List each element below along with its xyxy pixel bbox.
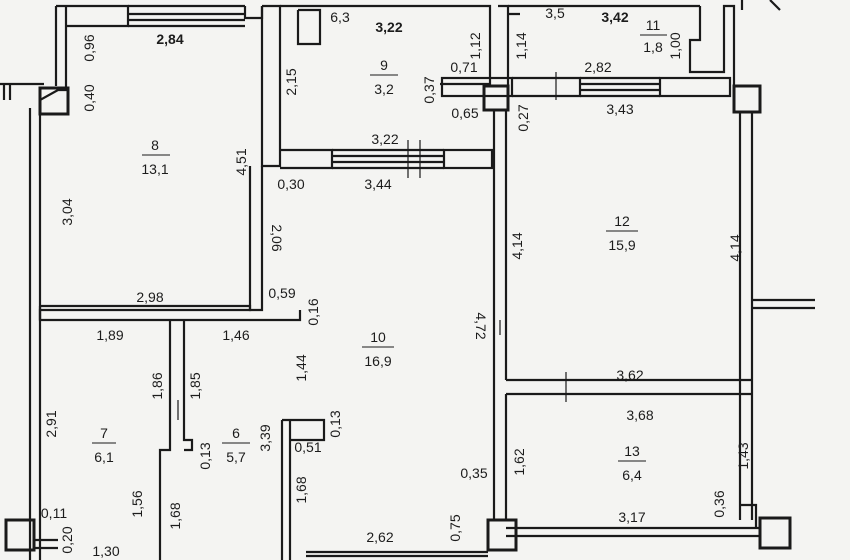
dimension-label: 0,13 [327, 410, 343, 437]
room-6: 6 5,7 [222, 425, 250, 465]
dimension-label: 0,59 [268, 285, 295, 301]
dimension-label: 1,89 [96, 327, 123, 343]
room-area: 3,2 [374, 81, 394, 97]
dimension-label: 1,68 [293, 476, 309, 503]
dimension-label: 3,04 [59, 198, 75, 225]
dimension-label: 2,06 [269, 224, 285, 251]
room-number: 6 [232, 425, 240, 441]
dimension-label: 3,22 [371, 131, 398, 147]
dimension-label: 2,62 [366, 529, 393, 545]
dimension-label: 3,5 [545, 5, 565, 21]
room-number: 11 [646, 17, 661, 33]
room-number: 13 [624, 443, 640, 459]
dimension-label: 0,27 [515, 104, 531, 131]
dimension-label: 2,84 [156, 31, 183, 47]
dimension-label: 1,85 [187, 372, 203, 399]
door-marks [177, 72, 567, 420]
dimension-label: 1,30 [92, 543, 119, 559]
dimension-label: 3,17 [618, 509, 645, 525]
dimension-label: 6,3 [330, 9, 350, 25]
dimension-label: 4,14 [509, 232, 525, 259]
room-11: 11 1,8 [640, 17, 667, 55]
dimension-label: 0,13 [197, 442, 213, 469]
dimension-label: 1,62 [511, 448, 527, 475]
dimension-label: 0,30 [277, 176, 304, 192]
room-8: 8 13,1 [141, 137, 170, 177]
room-number: 7 [100, 425, 108, 441]
dimension-label: 1,56 [129, 490, 145, 517]
top-wall-room-8 [56, 4, 130, 28]
dimension-label: 1,12 [467, 32, 483, 59]
room-area: 6,4 [622, 467, 642, 483]
dimension-label: 0,40 [81, 84, 97, 111]
dimension-label: 3,62 [616, 367, 643, 383]
room-10: 10 16,9 [362, 329, 394, 369]
room-number: 9 [380, 57, 388, 73]
dimension-label: 1,14 [513, 32, 529, 59]
dimension-label: 3,44 [364, 176, 391, 192]
dimension-label: 3,68 [626, 407, 653, 423]
dimension-label: 0,20 [59, 526, 75, 553]
left-outer-wall [38, 6, 68, 560]
room-7: 7 6,1 [92, 425, 116, 465]
room-13: 13 6,4 [618, 443, 646, 483]
room-12: 12 15,9 [606, 213, 638, 253]
dimension-label: 1,68 [167, 502, 183, 529]
dimension-label: 0,36 [711, 490, 727, 517]
room-number: 8 [151, 137, 159, 153]
dimension-label: 3,39 [257, 424, 273, 451]
dimension-label: 0,37 [421, 76, 437, 103]
wall-8-9 [260, 4, 282, 168]
dimension-label: 0,35 [460, 465, 487, 481]
dimension-label: 0,16 [305, 298, 321, 325]
dimension-label: 0,65 [451, 105, 478, 121]
dimension-label: 1,86 [149, 372, 165, 399]
walls [0, 0, 815, 560]
dimension-label: 2,82 [584, 59, 611, 75]
dimension-label: 3,22 [375, 19, 402, 35]
dimension-label: 0,75 [447, 514, 463, 541]
room-area: 1,8 [643, 39, 663, 55]
dimension-label: 1,44 [293, 354, 309, 381]
dimension-label: 1,43 [735, 442, 751, 469]
dimension-label: 0,71 [450, 59, 477, 75]
room-number: 10 [370, 329, 386, 345]
dimension-label: 3,43 [606, 101, 633, 117]
dimension-label: 0,51 [294, 439, 321, 455]
room-area: 6,1 [94, 449, 114, 465]
room-number: 12 [614, 213, 630, 229]
dimension-label: 4,72 [473, 312, 489, 339]
dimension-label: 0,11 [41, 505, 67, 521]
room-area: 5,7 [226, 449, 246, 465]
room-area: 16,9 [364, 353, 391, 369]
dimension-label: 0,96 [81, 34, 97, 61]
dimension-label: 1,00 [667, 32, 683, 59]
room-labels: 8 13,1 9 3,2 11 1,8 12 15,9 10 16,9 7 6,… [92, 17, 667, 483]
dimension-label: 2,15 [283, 68, 299, 95]
room-9: 9 3,2 [370, 57, 398, 97]
dimension-label: 2,98 [136, 289, 163, 305]
dimension-label: 3,42 [601, 9, 628, 25]
dimension-label: 2,91 [43, 410, 59, 437]
dimension-label: 4,51 [233, 148, 249, 175]
dimension-label: 1,46 [222, 327, 249, 343]
room-area: 13,1 [141, 161, 168, 177]
dimension-label: 4,14 [727, 234, 743, 261]
dimension-labels: 2,84 0,96 0,40 3,04 4,51 2,98 6,3 3,22 2… [41, 5, 751, 559]
room-area: 15,9 [608, 237, 635, 253]
